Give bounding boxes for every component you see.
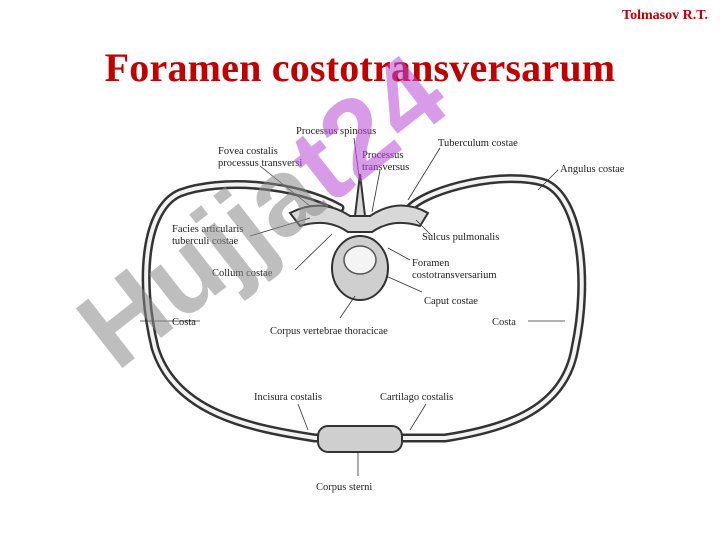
label-angulus-costae: Angulus costae: [560, 164, 625, 175]
label-costa-left: Costa: [172, 317, 196, 328]
label-facies-articularis-line1: Facies articularis: [172, 224, 243, 235]
label-corpus-sterni: Corpus sterni: [316, 482, 372, 493]
author-name: Tolmasov R.T.: [622, 8, 708, 23]
label-foramen-line2: costotransversarium: [412, 270, 497, 281]
sternum-shape: [317, 425, 403, 453]
rib-cage-illustration: Processus spinosus Fovea costalis proces…: [110, 108, 650, 503]
label-costa-right: Costa: [492, 317, 516, 328]
transverse-process: [288, 204, 430, 233]
label-processus-spinosus: Processus spinosus: [296, 126, 376, 137]
label-incisura-costalis: Incisura costalis: [254, 392, 322, 403]
label-tuberculum-costae: Tuberculum costae: [438, 138, 518, 149]
label-corpus-vertebrae: Corpus vertebrae thoracicae: [270, 326, 388, 337]
spinous-process: [353, 173, 367, 217]
label-cartilago-costalis: Cartilago costalis: [380, 392, 453, 403]
label-sulcus-pulmonalis: Sulcus pulmonalis: [422, 232, 499, 243]
slide-title: Foramen costotransversarum: [104, 45, 616, 90]
label-collum-costae: Collum costae: [212, 268, 273, 279]
label-fovea-costalis-line1: Fovea costalis: [218, 146, 278, 157]
label-caput-costae: Caput costae: [424, 296, 478, 307]
label-fovea-costalis-line2: processus transversi: [218, 158, 302, 169]
label-facies-articularis-line2: tuberculi costae: [172, 236, 239, 247]
label-foramen-line1: Foramen: [412, 258, 450, 269]
label-processus-transversus-line2: transversus: [362, 162, 409, 173]
label-processus-transversus-line1: Processus: [362, 150, 403, 161]
